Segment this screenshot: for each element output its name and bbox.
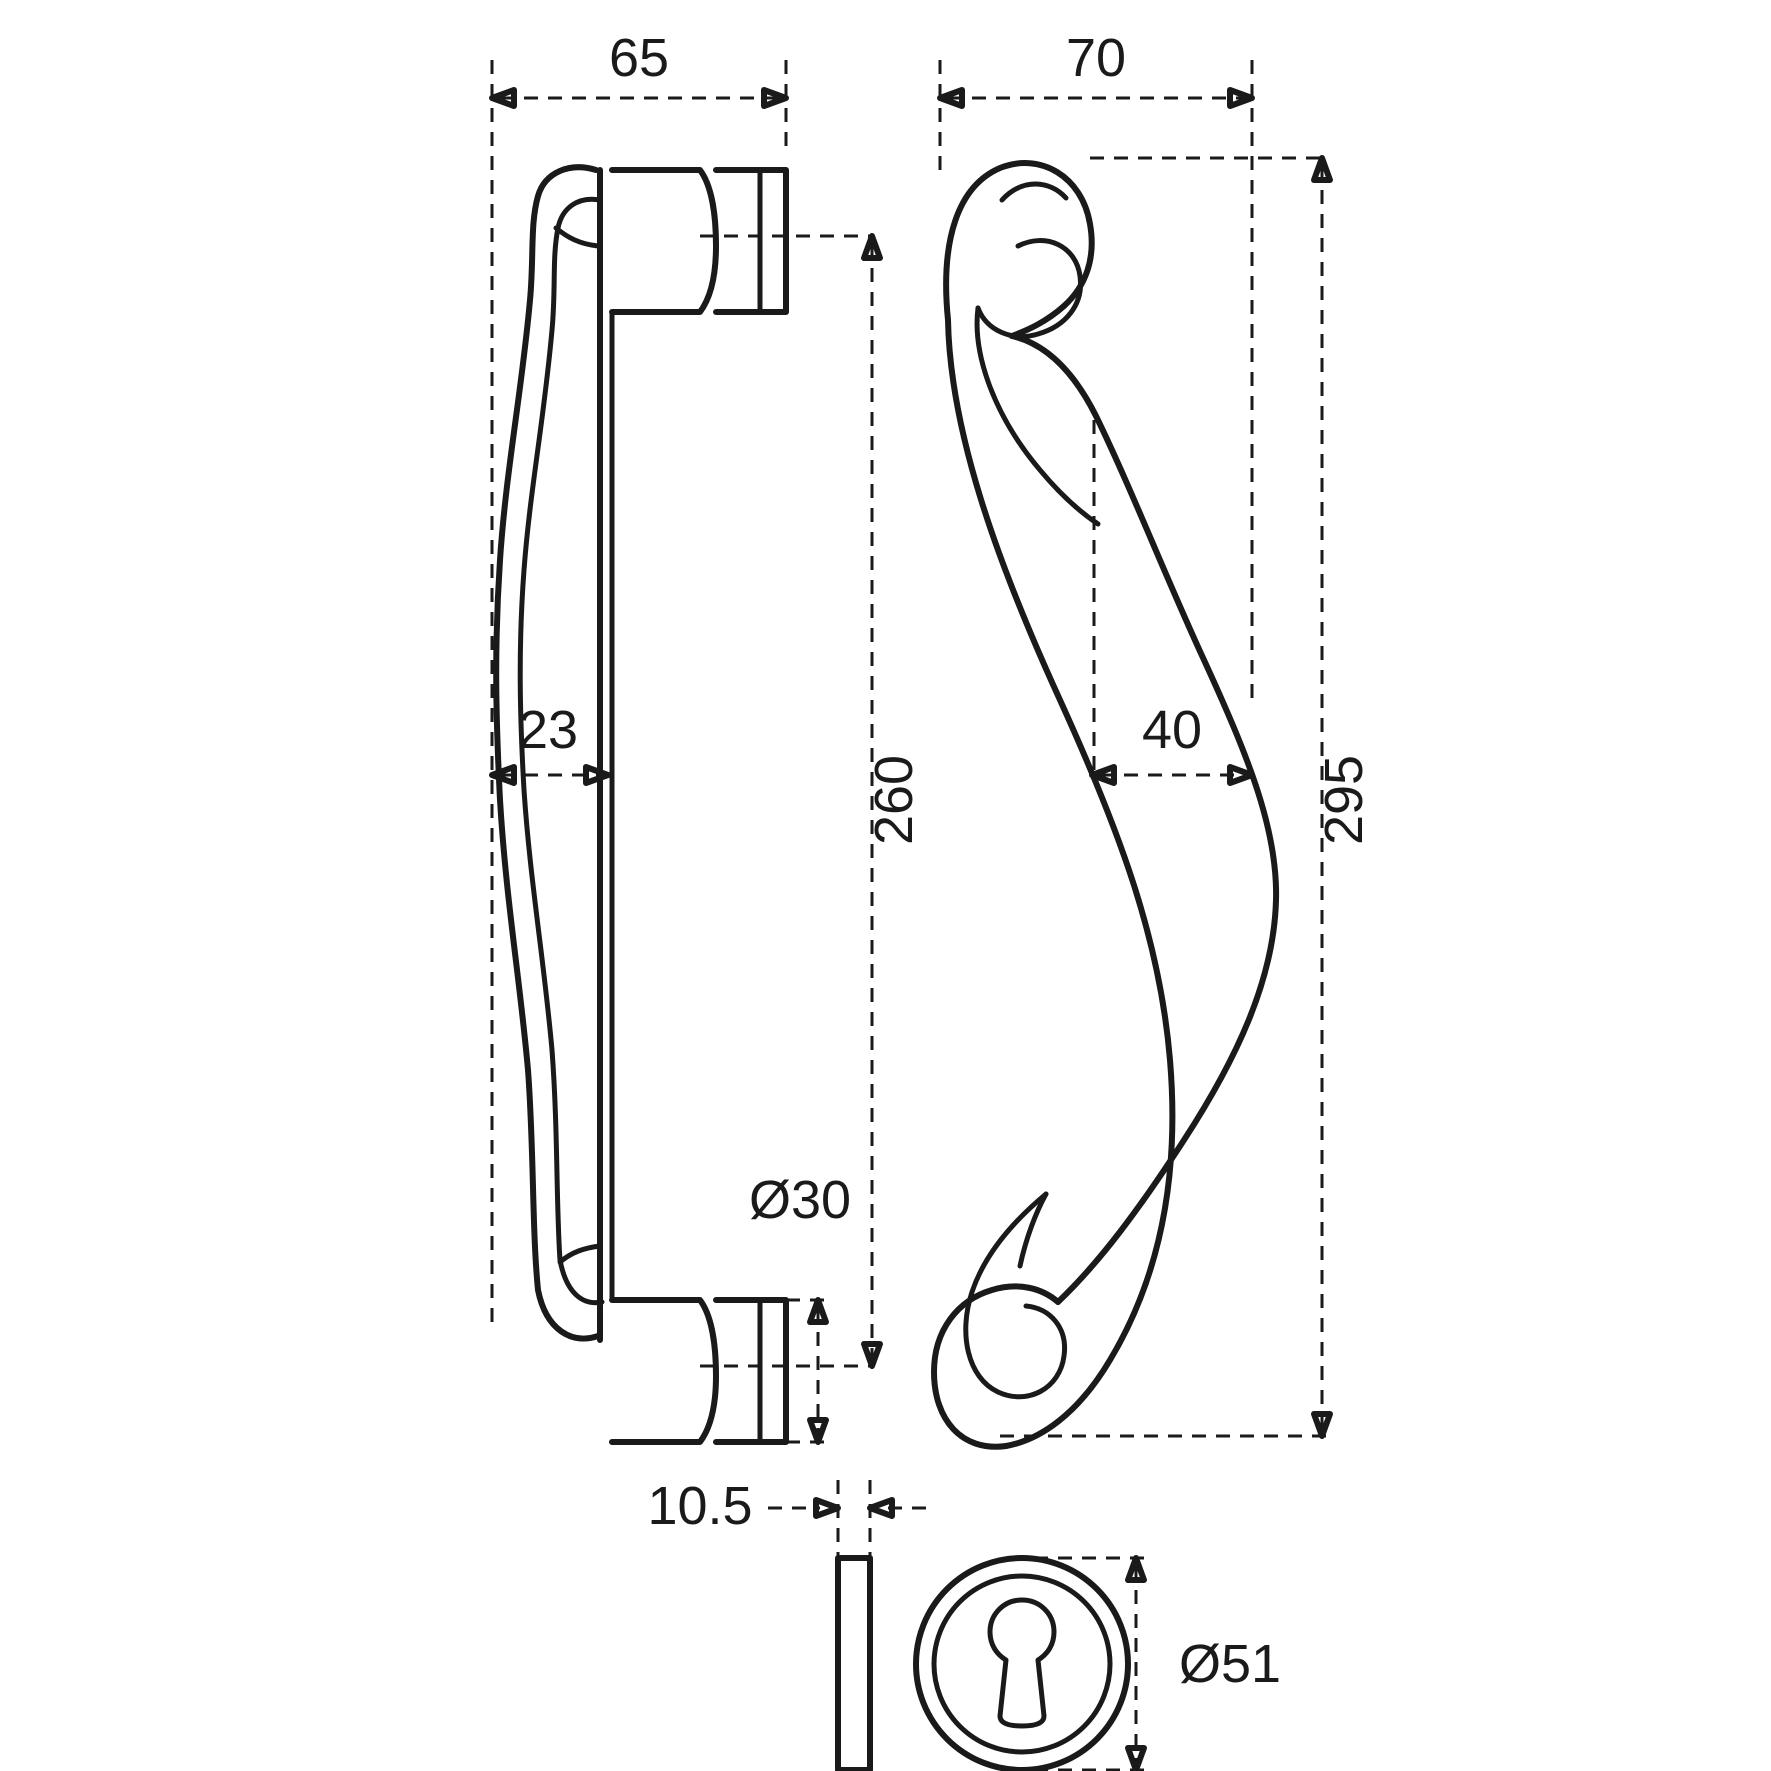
dimension-total-height: 295 [1000, 155, 1374, 1439]
dimension-label-d30: Ø30 [749, 1170, 851, 1230]
dimension-label-260: 260 [864, 755, 924, 845]
dimension-label-d51: Ø51 [1179, 1634, 1281, 1694]
dimension-label-295: 295 [1314, 755, 1374, 845]
dimension-escutcheon-diameter: Ø51 [1010, 1555, 1281, 1771]
dimension-label-65: 65 [609, 28, 669, 88]
dimension-front-width: 65 [489, 28, 789, 1330]
dimension-label-10-5: 10.5 [647, 1476, 752, 1536]
dimension-label-23: 23 [518, 700, 578, 760]
side-view [931, 160, 1280, 1450]
escutcheon-view [835, 1555, 1131, 1771]
dimension-rose-diameter: Ø30 [749, 1170, 851, 1445]
dimension-label-40: 40 [1142, 700, 1202, 760]
dimension-label-70: 70 [1066, 28, 1126, 88]
dimension-plate-thickness: 10.5 [647, 1476, 930, 1560]
dimension-overall-height: 260 [700, 233, 924, 1369]
dimension-grip-width: 23 [489, 700, 611, 786]
front-view [493, 164, 789, 1445]
dimension-projection: 40 [1089, 420, 1255, 786]
dimension-side-width: 70 [937, 28, 1255, 700]
